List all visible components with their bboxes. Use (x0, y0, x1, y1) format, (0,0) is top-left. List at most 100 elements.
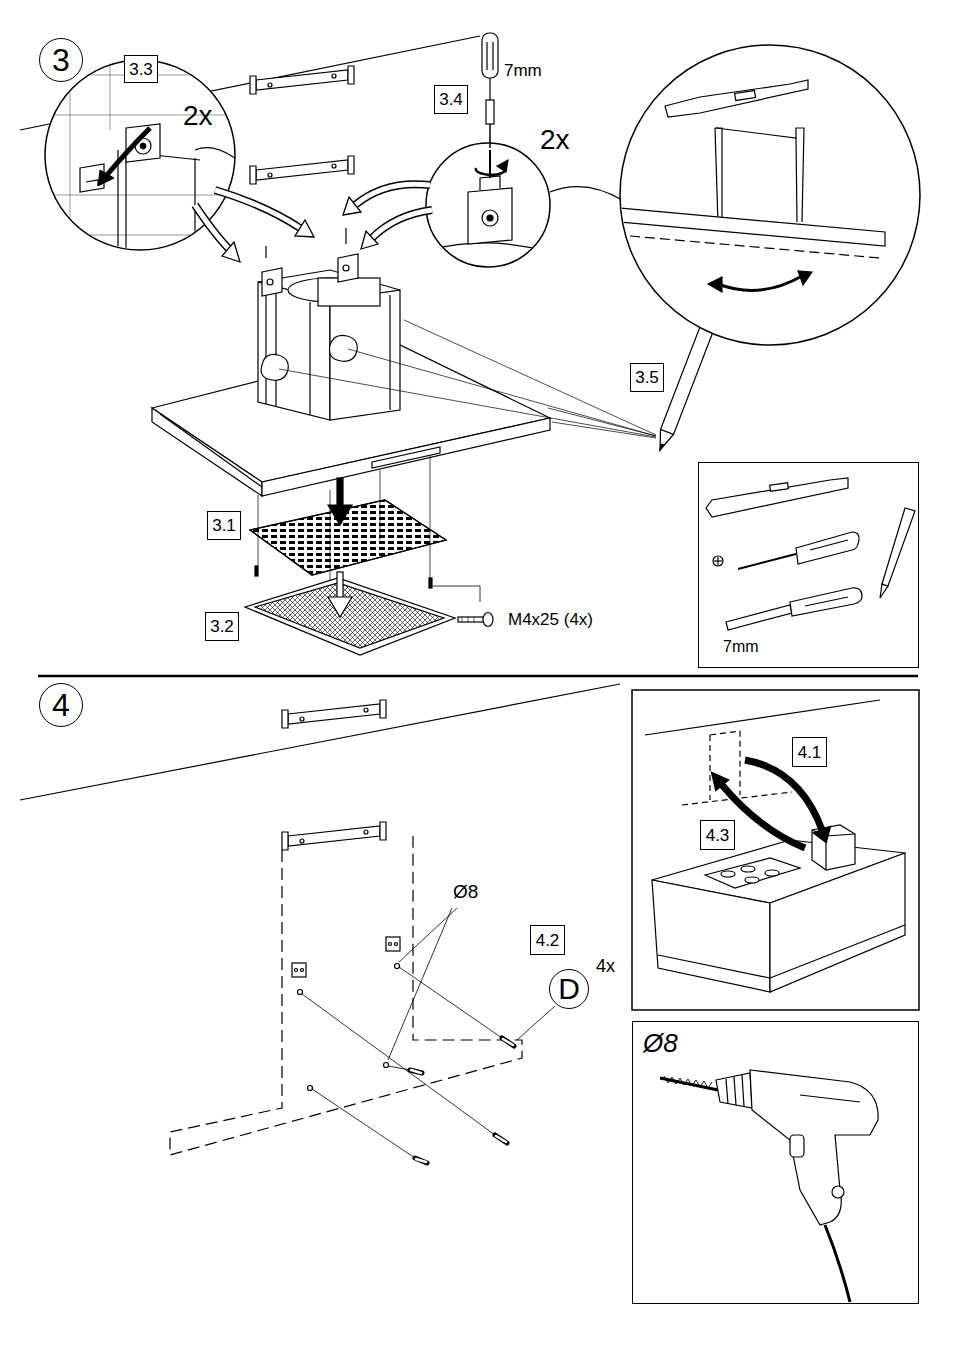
detail-circle-level-part (620, 45, 920, 345)
section-rule (38, 675, 918, 678)
hood-motor-box-part (262, 268, 282, 296)
pointer-arrows-part (222, 242, 240, 262)
pointer-arrows-part (355, 184, 430, 205)
quantity: 4x (596, 957, 615, 975)
filter-parts-part (458, 617, 484, 622)
drill-part (800, 1095, 860, 1102)
hood-motor-box-part (338, 254, 358, 282)
tools-panel: 7mm (698, 462, 919, 668)
callout-text: 3.3 (129, 61, 153, 78)
detail-circle-level (620, 45, 920, 345)
marking-lines-part (552, 422, 656, 438)
step4-wall-part (20, 684, 620, 800)
hood-motor-box-part (275, 293, 276, 407)
tools-part (790, 588, 862, 616)
callout-number: 4.2 (530, 925, 565, 955)
island-panel-part (652, 880, 770, 992)
island-panel-part (721, 871, 735, 877)
step4-wall-part-part (503, 1039, 513, 1045)
step4-wall-part (386, 937, 400, 951)
pointer-arrows (195, 184, 432, 262)
detail-circle-level-part-part (718, 276, 802, 290)
step4-wall-part (292, 963, 306, 977)
pointer-arrows-part (295, 220, 314, 237)
detail-circle-hook-part-part (86, 180, 98, 186)
filter-parts-part (430, 455, 431, 578)
tools-part (805, 597, 848, 606)
hood-canopy-part (160, 414, 262, 487)
island-panel-part (814, 827, 830, 842)
detail-circle-screw-part (426, 143, 550, 267)
detail-circle-hook-part-part (117, 150, 118, 260)
filter-parts-part (462, 617, 463, 622)
filter-parts-part (328, 597, 352, 617)
detail-circle-level-part-part (665, 80, 808, 117)
pencil-part (660, 430, 674, 451)
drill-part (832, 1186, 844, 1198)
drill-part (716, 1073, 752, 1108)
detail-circle-level-part-part (716, 128, 804, 222)
island-panel-part (770, 925, 905, 978)
step4-wall-part-part (502, 1038, 514, 1046)
island-panel-part (658, 955, 770, 978)
callout-text: 4.2 (536, 932, 560, 949)
callout-text: 4 (52, 689, 70, 721)
marking-lines-part (348, 349, 656, 436)
detail-circle-hook-part-part-part (40, 235, 240, 236)
nut-driver-part (492, 42, 493, 70)
callout-text: D (558, 974, 580, 1004)
drill-part (750, 1070, 878, 1225)
step4-wall-part (301, 969, 304, 972)
filter-parts-part (255, 583, 444, 648)
island-panel-part (705, 858, 800, 888)
step4-wall-part-part (416, 1159, 426, 1162)
island-panel-part (645, 700, 880, 735)
island-panel-part (741, 866, 755, 872)
filter-parts (245, 455, 493, 655)
detail-circle-screw-part-part (487, 215, 493, 221)
drill-part (790, 1135, 804, 1157)
marking-lines-part (548, 408, 656, 436)
callout-text: 4.1 (798, 744, 822, 761)
step4-wall-part (399, 967, 502, 1038)
detail-circle-hook-part-part-part (110, 50, 111, 130)
pointer-arrows-part (215, 190, 300, 228)
hood-motor-box-part (267, 279, 273, 285)
pointer-arrows-part (215, 190, 300, 228)
nut-driver-part (489, 124, 491, 148)
tools-part (713, 556, 723, 566)
step4-wall-part (282, 700, 386, 728)
step4-wall-part (298, 990, 303, 995)
panel-caption: 7mm (723, 639, 759, 655)
nut-driver-part (489, 78, 490, 100)
drill-part (660, 1078, 718, 1090)
nut-driver (482, 33, 498, 148)
filter-parts-part (328, 505, 352, 525)
drill-part (734, 1077, 736, 1105)
callout-number: 3.4 (434, 85, 468, 114)
hood-motor-box-part (265, 246, 266, 258)
detail-circle-hook-part (45, 60, 235, 250)
island-panel-part (765, 870, 779, 876)
tools-part (770, 483, 789, 491)
callout-number: 3.5 (630, 363, 664, 392)
step4-wall-part-part (410, 1070, 422, 1073)
step4-wall-part (517, 1006, 555, 1040)
tools-part (810, 540, 848, 550)
filter-parts-part (245, 578, 455, 655)
pointer-arrows-part (372, 210, 432, 238)
detail-circle-screw-part-part (430, 243, 548, 252)
step4-wall-part-part (496, 1136, 506, 1142)
drill-diameter: Ø8 (453, 882, 478, 901)
callout-text: 4.3 (706, 827, 730, 844)
hood-motor-box-part (329, 335, 357, 361)
detail-circle-hook-part-part (106, 128, 150, 176)
detail-circle-screw-part-part (468, 188, 512, 244)
filter-parts-part (250, 500, 446, 575)
island-panel-part (812, 825, 855, 870)
pointer-arrows-part (195, 205, 230, 250)
step4-wall-part (384, 1063, 389, 1068)
callout-number: 3.3 (124, 55, 158, 83)
detail-circle-level-part-part (796, 138, 797, 222)
